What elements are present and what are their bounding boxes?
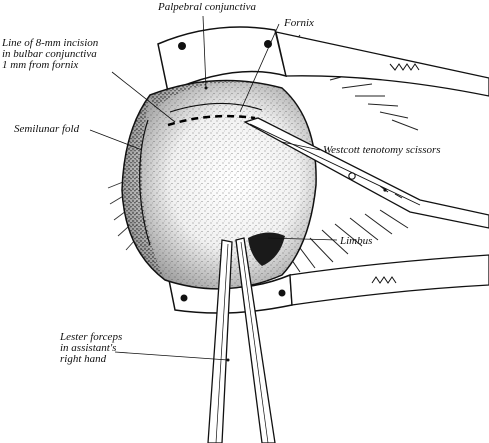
westcott-scissors [243,117,489,229]
label-palpebral-conjunctiva: Palpebral conjunctiva [158,1,257,13]
lester-forceps-right-prong [235,237,276,443]
incision-line [167,114,256,127]
upper-speculum-arm [275,31,489,97]
label-fornix: Fornix [284,17,314,29]
label-semilunar-fold: Semilunar fold [14,123,80,135]
label-limbus: Limbus [340,235,373,247]
lester-forceps-left-prong [207,239,233,443]
semilunar-fold [139,119,151,246]
limbus-region [248,232,285,266]
leader-lines [89,15,338,361]
label-incision-line: Line of 8-mm incision in bulbar conjunct… [2,37,99,71]
label-lester-forceps: Lester forceps in assistant's right hand [60,331,123,365]
label-westcott-scissors: Westcott tenotomy scissors [323,144,441,156]
